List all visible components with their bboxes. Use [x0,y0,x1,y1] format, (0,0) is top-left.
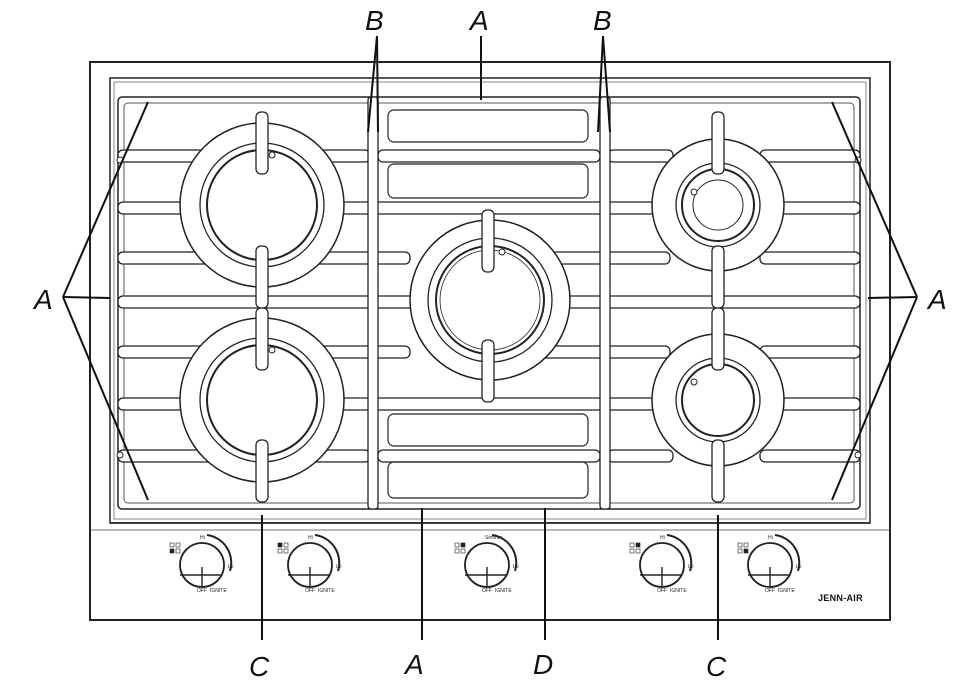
callout-label-bottom-a: A [403,649,424,680]
burner-position-icon [629,542,641,554]
callout-label-bottom-c-left: C [249,651,270,682]
knob-label-hi: Hi [308,535,313,541]
burner-center [409,219,571,381]
knob-pointer [465,567,507,587]
knob-label-off: OFF [657,588,667,594]
knob-label-off: OFF [482,588,492,594]
callout-lines [62,35,918,640]
knob-pointer [288,567,330,587]
knob-label-lo: Lo [796,564,802,570]
brand-logo: JENN-AIR [818,593,863,603]
knob-label-ignite: IGNITE [778,588,795,594]
burner-position-icon [169,542,181,554]
knob-pointer [640,567,682,587]
callout-label-top-b-right: B [593,5,612,36]
callout-label-right-a: A [926,284,947,315]
knob-label-off: OFF [305,588,315,594]
knob-label-lo: Lo [513,564,519,570]
knob-label-hi: Simmer [485,535,503,541]
burner-left-front [179,317,345,483]
knob-label-lo: Lo [336,564,342,570]
knob-label-off: OFF [197,588,207,594]
callout-label-bottom-d: D [533,649,553,680]
knob-label-hi: Hi [200,535,205,541]
burner-right-rear [651,138,785,272]
knob-label-off: OFF [765,588,775,594]
knob-label-ignite: IGNITE [210,588,227,594]
knob-label-ignite: IGNITE [318,588,335,594]
burner-position-icon [737,542,749,554]
callout-label-top-b-left: B [365,5,384,36]
grate-fingers [255,111,725,503]
knob-label-lo: Lo [228,564,234,570]
burner-position-icon [277,542,289,554]
knob-label-lo: Lo [688,564,694,570]
callout-label-top-a: A [468,5,489,36]
knob-label-ignite: IGNITE [495,588,512,594]
callout-label-left-a: A [32,284,53,315]
grate-dividers [367,96,611,510]
burner-left-rear [179,122,345,288]
burner-position-icon [454,542,466,554]
callout-label-bottom-c-right: C [706,651,727,682]
knob-label-ignite: IGNITE [670,588,687,594]
knob-pointer [748,567,790,587]
knob-label-hi: Hi [768,535,773,541]
knob-pointer [180,567,222,587]
knob-label-hi: Hi [660,535,665,541]
